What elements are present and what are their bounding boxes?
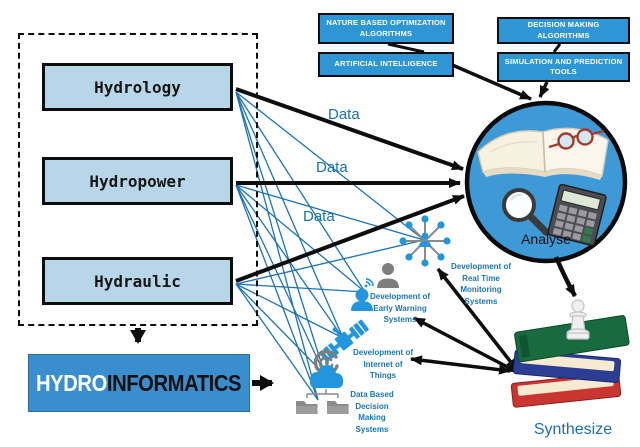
chess-piece-icon bbox=[566, 299, 590, 340]
hydroinformatics-box: HYDROINFORMATICS bbox=[28, 354, 250, 412]
hydrology-label: Hydrology bbox=[94, 77, 181, 97]
method-box-nature-optimization: NATURE BASED OPTIMIZATION ALGORITHMS bbox=[318, 13, 454, 44]
magnifier-icon bbox=[502, 188, 550, 236]
hydropower-box: Hydropower bbox=[42, 157, 233, 205]
folder-icon bbox=[296, 401, 349, 414]
method-box-decision-making: DECISION MAKING ALGORITHMS bbox=[497, 17, 630, 44]
system-label-data-based-decision: Data Based Decision Making Systems bbox=[350, 390, 394, 434]
black-connectors bbox=[130, 42, 577, 391]
analyse-circle bbox=[464, 100, 628, 264]
person-blue-icon bbox=[351, 288, 373, 311]
domain-frame bbox=[18, 33, 258, 326]
hydraulic-box: Hydraulic bbox=[42, 257, 233, 305]
glasses-icon bbox=[548, 128, 605, 150]
hydraulic-label: Hydraulic bbox=[94, 271, 181, 291]
hydropower-label: Hydropower bbox=[89, 171, 186, 191]
hydro-text: HYDRO bbox=[36, 369, 108, 396]
system-label-internet-of-things: Development of Internet of Things bbox=[352, 348, 413, 381]
cloud-icon bbox=[310, 365, 343, 388]
data-label-2: Data bbox=[316, 159, 348, 176]
data-label-1: Data bbox=[328, 106, 360, 123]
calculator-icon bbox=[547, 183, 607, 247]
network-hub-icon bbox=[399, 215, 451, 267]
cloud-folder-links bbox=[306, 389, 339, 398]
method-box-simulation-prediction: SIMULATION AND PREDICTION TOOLS bbox=[497, 52, 630, 82]
analyse-label: Analyse bbox=[521, 231, 571, 247]
system-label-early-warning: Development of Early Warning Systems bbox=[370, 292, 431, 325]
person-gray-icon bbox=[377, 263, 399, 288]
data-label-3: Data bbox=[303, 208, 335, 225]
informatics-text: INFORMATICS bbox=[107, 369, 242, 396]
synthesize-label: Synthesize bbox=[533, 421, 613, 438]
system-label-real-time-monitoring: Development of Real Time Monitoring Syst… bbox=[450, 262, 511, 306]
wifi-icon bbox=[364, 278, 374, 288]
method-box-artificial-intelligence: ARTIFICIAL INTELLIGENCE bbox=[318, 52, 454, 77]
hydroinformatics-label: HYDROINFORMATICS bbox=[36, 369, 242, 397]
book-stack-icon bbox=[510, 315, 630, 408]
hydrology-box: Hydrology bbox=[42, 63, 233, 111]
